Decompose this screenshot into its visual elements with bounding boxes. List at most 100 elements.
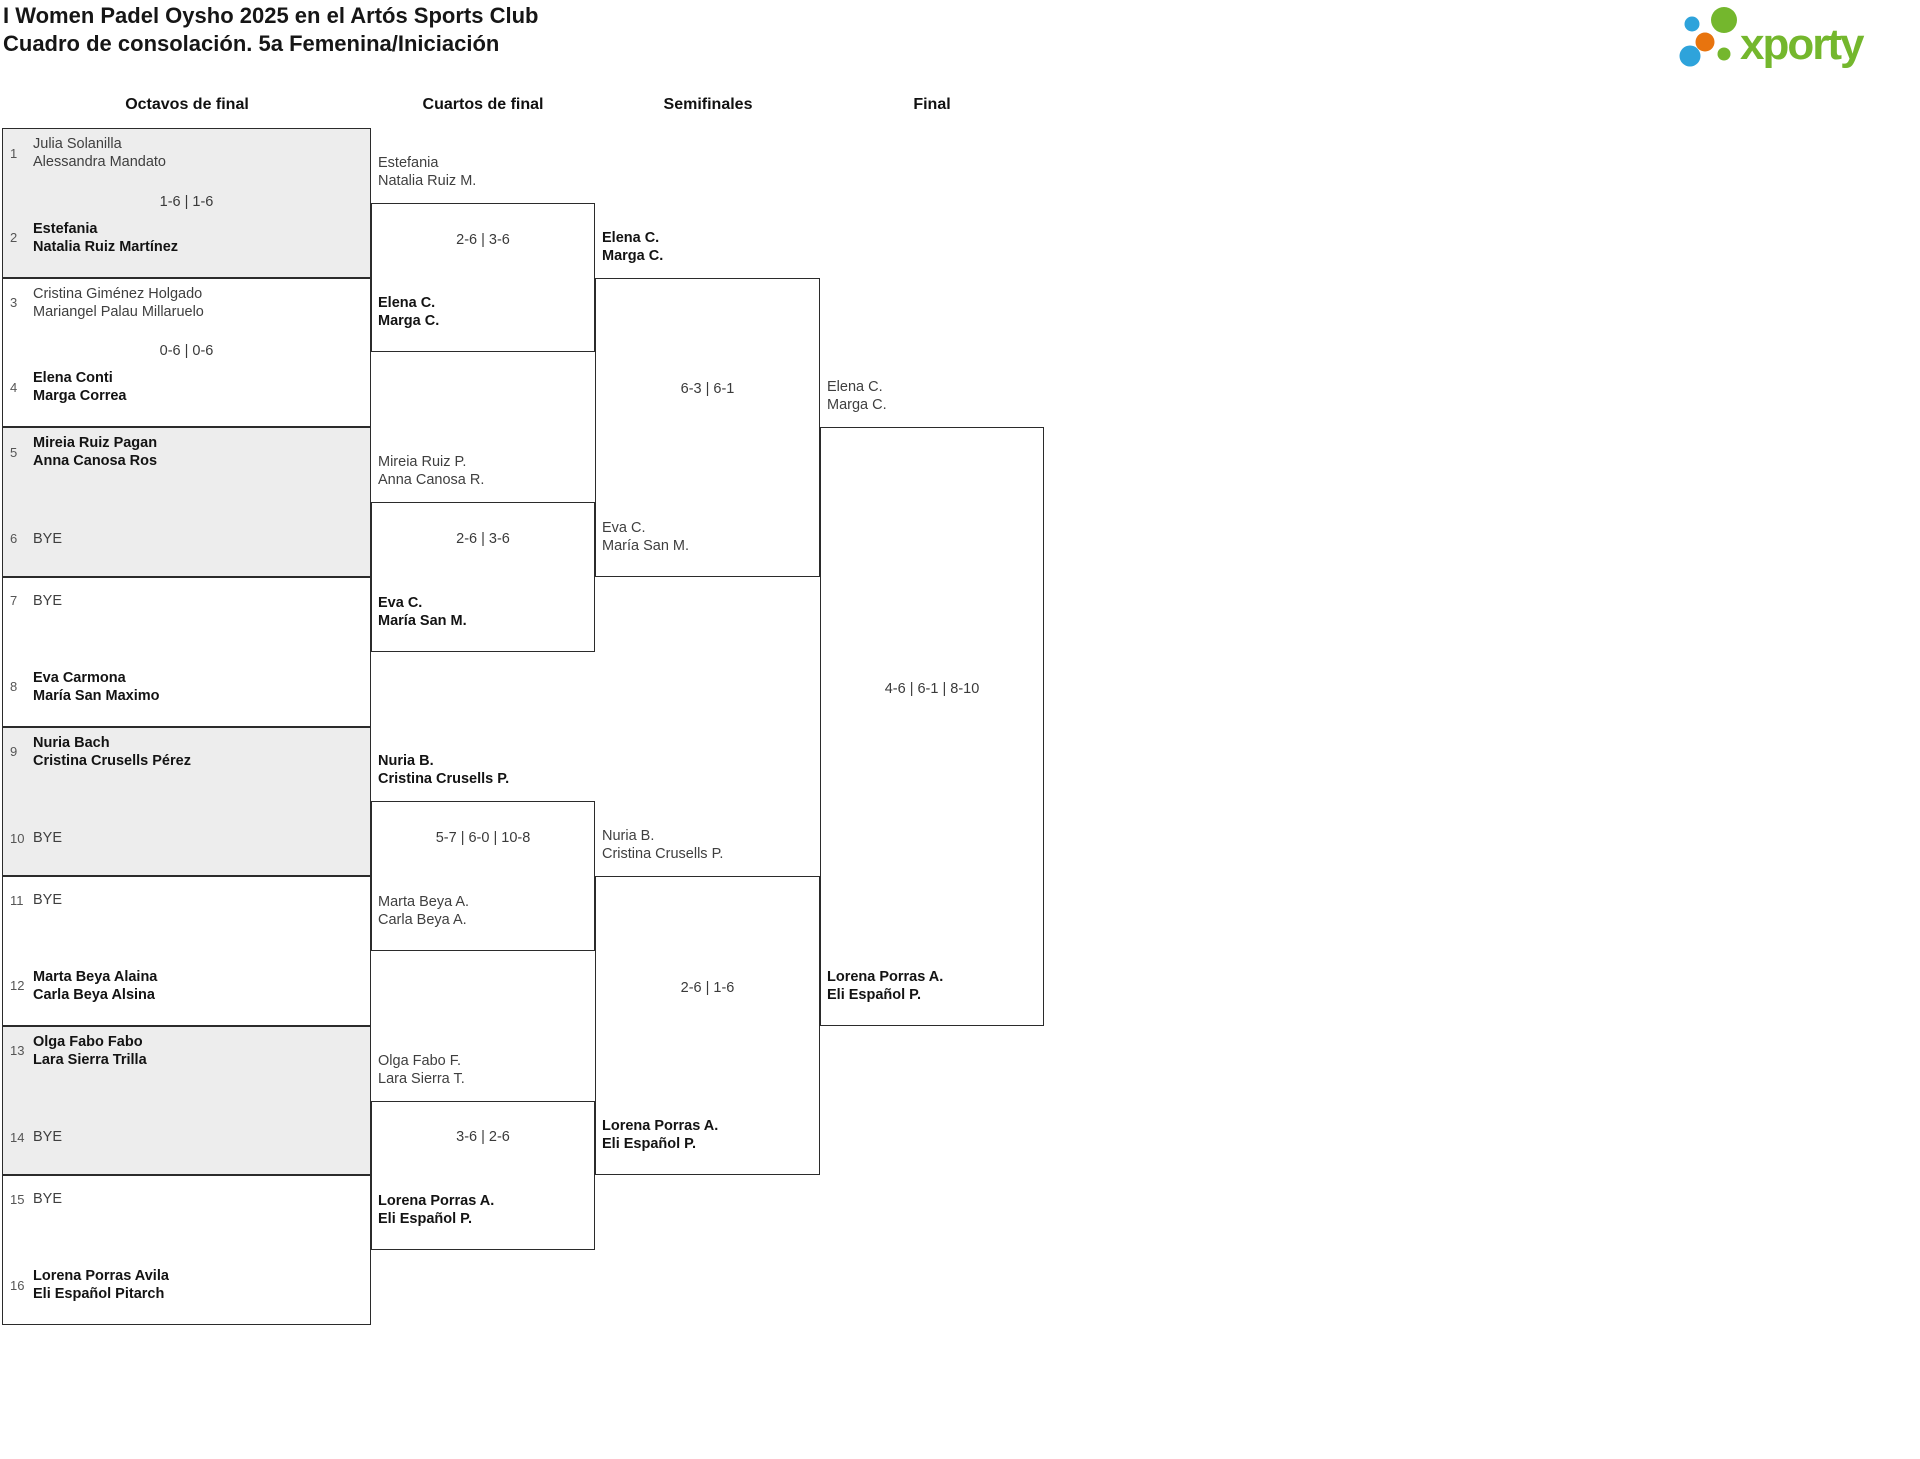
team-name: Marga C. (827, 397, 887, 414)
team-name: Eli Español Pitarch (33, 1286, 165, 1302)
team-name: Elena C. (378, 295, 436, 312)
match-score: 2-6 | 3-6 (456, 530, 510, 547)
team-names: BYE (33, 1128, 62, 1146)
team-names: BYE (33, 592, 62, 610)
seed-number: 5 (10, 444, 18, 460)
page-title: I Women Padel Oysho 2025 en el Artós Spo… (3, 2, 538, 58)
team-name: Marga C. (378, 313, 440, 330)
tournament-title: I Women Padel Oysho 2025 en el Artós Spo… (3, 3, 539, 28)
team-name: Natalia Ruiz Martínez (33, 238, 179, 255)
round-header-octavos: Octavos de final (125, 96, 249, 113)
team-name: Alessandra Mandato (33, 154, 166, 170)
team-name: Nuria B. (602, 828, 655, 845)
team-label: Nuria B.Cristina Crusells P. (602, 827, 723, 863)
bracket-entry: 14 BYE (10, 1128, 364, 1146)
match-box-semifinals: Elena C.Marga C.Eva C.María San M.6-3 | … (595, 230, 820, 577)
round-header-semifinales: Semifinales (663, 96, 753, 113)
bracket-entry: 11 BYE (10, 891, 364, 909)
team-name: BYE (33, 892, 63, 909)
match-box-quarterfinals: Nuria B.Cristina Crusells P. Marta Beya A… (371, 753, 595, 951)
team-name: Mireia Ruiz P. (378, 454, 467, 471)
team-name: Julia Solanilla (33, 136, 122, 152)
team-name: Marga C. (602, 247, 664, 264)
logo-dot-blue-small (1684, 16, 1700, 32)
team-name: Marta Beya Alaina (33, 968, 158, 985)
team-label: Marta Beya A.Carla Beya A. (378, 893, 469, 929)
team-name: Eli Español P. (378, 1211, 473, 1228)
team-name: Estefania (378, 154, 439, 171)
team-name: Elena C. (827, 379, 883, 396)
seed-number: 6 (10, 531, 18, 547)
team-label: Elena C.Marga C. (602, 229, 663, 265)
team-name: Carla Beya A. (378, 911, 467, 928)
team-label: Nuria B.Cristina Crusells P. (378, 752, 509, 788)
team-name: Mariangel Palau Millaruelo (33, 303, 204, 320)
match-score: 0-6 | 0-6 (159, 343, 214, 360)
match-box-semifinals: Nuria B.Cristina Crusells P. Lorena Porra… (595, 828, 820, 1176)
team-name: Anna Canosa Ros (33, 453, 158, 470)
seed-number: 4 (10, 379, 18, 395)
team-name: Marta Beya A. (378, 893, 470, 910)
seed-number: 9 (10, 744, 18, 759)
team-label: Elena C.Marga C. (378, 294, 439, 330)
team-name: Elena C. (602, 229, 660, 246)
seed-number: 12 (10, 978, 25, 994)
team-name: BYE (33, 530, 63, 547)
team-name: Cristina Giménez Holgado (33, 285, 203, 302)
team-names: BYE (33, 530, 62, 548)
logo-dot-orange (1695, 32, 1715, 52)
team-name: BYE (33, 1191, 63, 1208)
bracket-entry: 15 BYE (10, 1190, 364, 1208)
seed-number: 3 (10, 295, 18, 311)
team-name: María San Maximo (33, 687, 160, 704)
team-name: Elena Conti (33, 370, 113, 387)
team-name: Cristina Crusells P. (602, 846, 724, 863)
seed-number: 14 (10, 1129, 25, 1145)
team-label: Eva C.María San M. (602, 519, 689, 555)
round-header-final: Final (913, 96, 951, 113)
team-name: Olga Fabo Fabo (33, 1033, 143, 1050)
bracket-entry: 6 BYE (10, 530, 364, 548)
match-score: 5-7 | 6-0 | 10-8 (435, 830, 531, 847)
team-label: Elena C.Marga C. (827, 378, 887, 414)
team-name: Olga Fabo F. (378, 1052, 462, 1069)
xporty-logo[interactable]: xporty (1679, 2, 1920, 74)
seed-number: 15 (10, 1191, 25, 1207)
team-name: BYE (33, 592, 63, 609)
seed-number: 11 (10, 892, 24, 908)
team-label: Eva C.María San M. (378, 594, 467, 630)
team-name: María San M. (602, 537, 690, 554)
match-score: 2-6 | 1-6 (680, 979, 735, 996)
team-name: BYE (33, 1129, 63, 1146)
team-name: Lorena Porras A. (602, 1118, 719, 1135)
team-name: Nuria B. (378, 753, 434, 770)
team-name: Eva C. (602, 519, 646, 536)
team-name: Estefania (33, 220, 98, 237)
team-names: BYE (33, 829, 62, 847)
team-names: BYE (33, 891, 62, 909)
logo-dot-blue-large (1679, 45, 1701, 67)
